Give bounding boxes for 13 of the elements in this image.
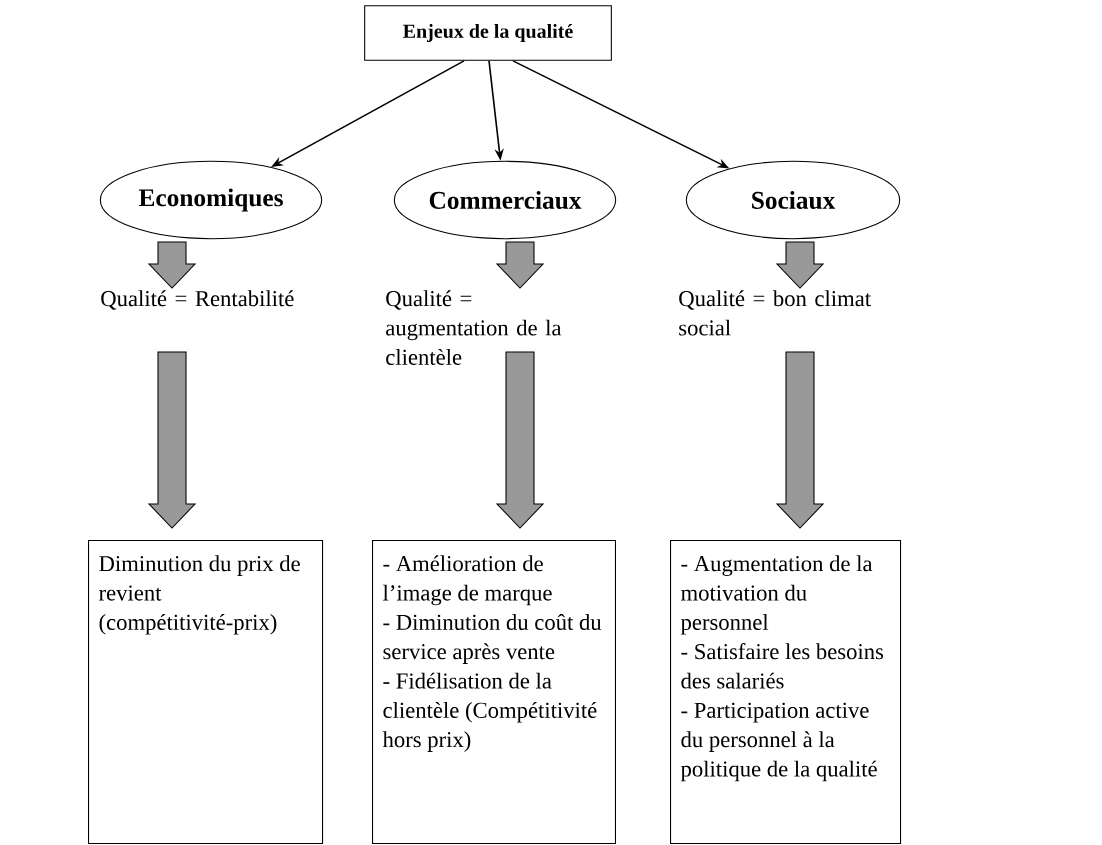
statement-text: Qualité = bon climat social [679, 290, 871, 336]
title-box: Enjeux de la qualité [364, 5, 612, 61]
block-arrow [147, 351, 197, 529]
content-box: - Amélioration de l’image de marque - Diminution du coût du service après vente - Fidélisation de la clientèle (Compétitivité hors prix) [372, 540, 616, 844]
block-arrow [495, 351, 545, 529]
statement-text: Qualité = augmentation de la clientèle [386, 290, 562, 365]
block-arrow [147, 241, 197, 289]
content-box: Diminution du prix de revient (compétitivité-prix) [88, 540, 324, 844]
block-arrow [775, 241, 825, 289]
block-arrow [495, 241, 545, 289]
statement-text: Qualité = Rentabilité [101, 290, 294, 310]
content-box: - Augmentation de la motivation du personnel - Satisfaire les besoins des salariés - Participation active du personnel à la politique de la qualité [670, 540, 902, 844]
block-arrow [775, 351, 825, 529]
